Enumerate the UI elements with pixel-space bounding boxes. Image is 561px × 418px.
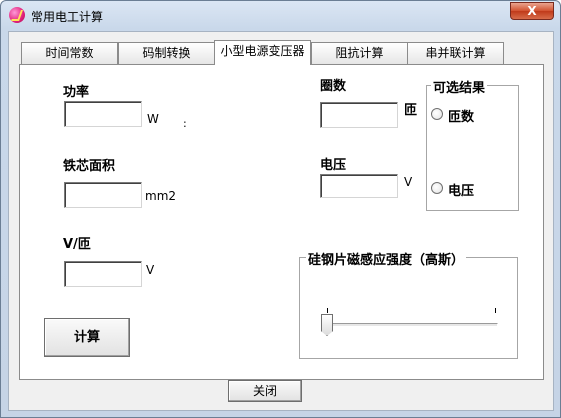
radio-voltage-label[interactable]: 电压 (448, 184, 475, 199)
voltage-label: 电压 (320, 158, 347, 173)
flux-density-slider-track[interactable] (326, 323, 498, 327)
volts-per-turn-unit: V (146, 263, 155, 277)
radio-turns-label[interactable]: 匝数 (448, 110, 475, 125)
app-icon (9, 7, 25, 23)
core-area-label: 铁芯面积 (63, 159, 116, 174)
optional-results-title: 可选结果 (431, 77, 488, 96)
tab-impedance-calc[interactable]: 阻抗计算 (311, 42, 408, 64)
power-label: 功率 (63, 85, 90, 100)
flux-density-slider-thumb[interactable] (321, 314, 333, 336)
tab-code-conversion[interactable]: 码制转换 (118, 42, 215, 64)
title-bar[interactable]: 常用电工计算 X (1, 1, 560, 31)
flux-density-title: 硅钢片磁感应强度（高斯） (306, 249, 467, 268)
power-note: : (183, 117, 187, 130)
voltage-unit: V (404, 175, 413, 189)
tab-small-power-transformer[interactable]: 小型电源变压器 (214, 40, 311, 65)
power-input[interactable] (64, 101, 142, 127)
optional-results-group: 可选结果 匝数 电压 (426, 77, 519, 211)
window-title: 常用电工计算 (31, 10, 104, 24)
volts-per-turn-label: V/匝 (63, 237, 91, 252)
calculate-button[interactable]: 计算 (44, 318, 130, 357)
turns-input[interactable] (320, 102, 398, 128)
turns-unit: 匝 (404, 103, 418, 118)
window-close-button[interactable]: X (510, 2, 554, 20)
core-area-input[interactable] (64, 182, 142, 208)
flux-density-group: 硅钢片磁感应强度（高斯） (299, 249, 518, 359)
radio-turns[interactable] (431, 108, 443, 120)
tab-time-constant[interactable]: 时间常数 (21, 42, 118, 64)
turns-label: 圈数 (320, 79, 347, 94)
slider-tick-min (327, 308, 328, 313)
client-area: 时间常数 码制转换 小型电源变压器 阻抗计算 串并联计算 功率 W : 铁芯面积… (8, 31, 554, 411)
slider-tick-max (495, 308, 496, 313)
voltage-input[interactable] (320, 174, 398, 198)
tab-panel-transformer: 功率 W : 铁芯面积 mm2 V/匝 V 圈数 匝 电压 V 可选结果 匝数 (19, 64, 544, 380)
core-area-unit: mm2 (145, 189, 177, 203)
power-unit: W (147, 112, 159, 126)
volts-per-turn-input[interactable] (64, 261, 142, 287)
tab-series-parallel-calc[interactable]: 串并联计算 (407, 42, 504, 64)
radio-voltage[interactable] (431, 182, 443, 194)
close-button[interactable]: 关闭 (228, 380, 302, 402)
